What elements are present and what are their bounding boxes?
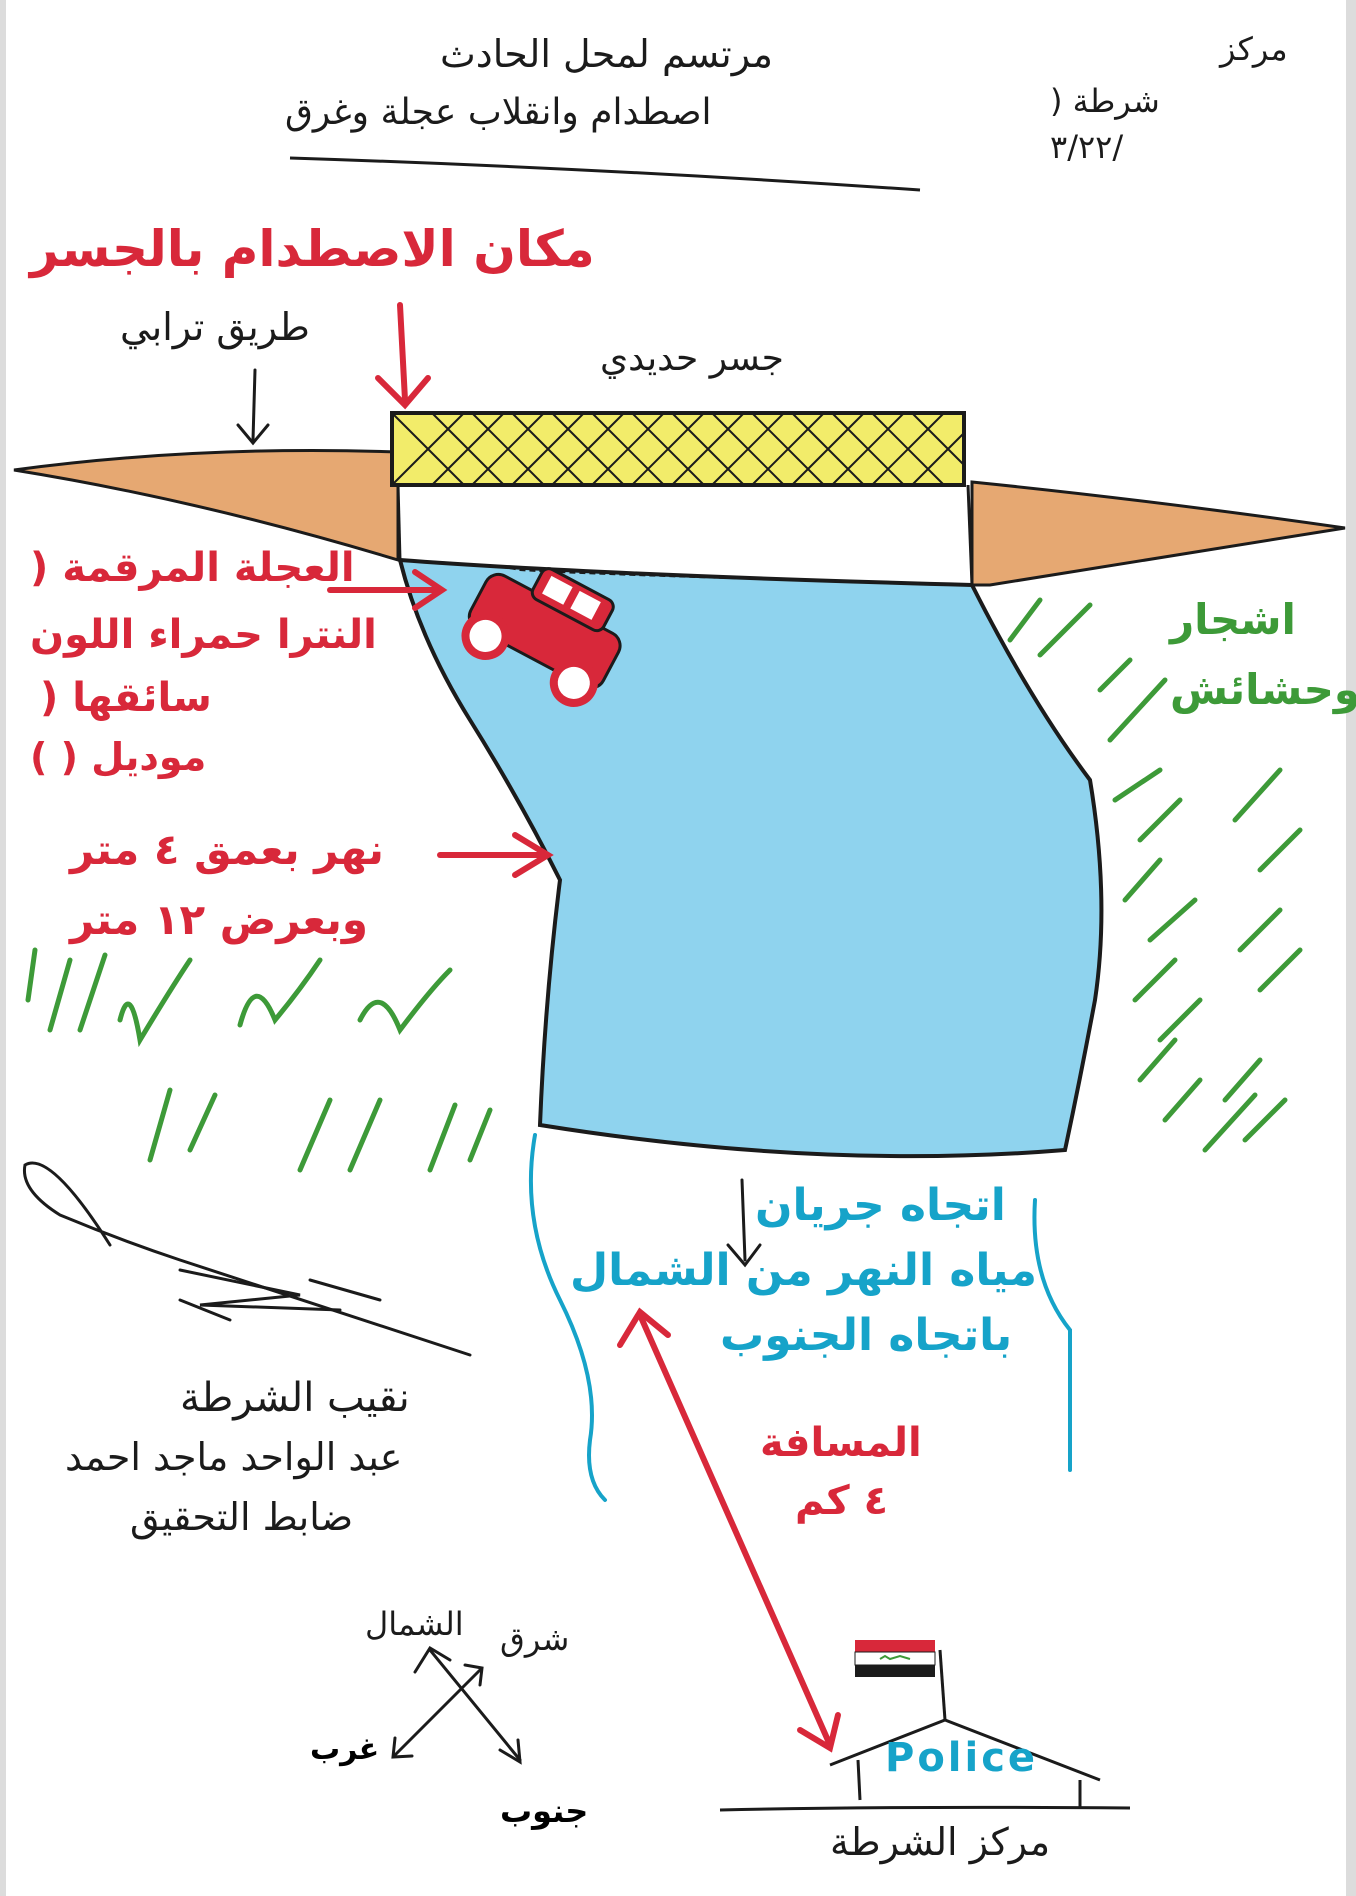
collision-place-label: مكان الاصطدام بالجسر bbox=[30, 220, 595, 278]
bridge-support-left bbox=[398, 485, 400, 560]
flow-label-3: باتجاه الجنوب bbox=[720, 1310, 1012, 1361]
compass-south-label: جنوب bbox=[490, 1790, 598, 1832]
station-line-2: شرطة ( bbox=[1050, 82, 1160, 120]
vegetation-label-2: وحشائش bbox=[1170, 665, 1356, 714]
arrow-dirt-road bbox=[253, 370, 255, 440]
police-sign: Police bbox=[885, 1735, 1038, 1781]
river-label-1: نهر بعمق ٤ متر bbox=[70, 825, 384, 874]
distance-label-2: ٤ كم bbox=[795, 1478, 888, 1524]
river-label-2: وبعرض ١٢ متر bbox=[70, 895, 368, 944]
title-line-1: مرتسم لمحل الحادث bbox=[440, 32, 773, 76]
police-station-label: مركز الشرطة bbox=[830, 1820, 1050, 1864]
iron-bridge-label: جسر حديدي bbox=[600, 338, 784, 379]
vehicle-label-4: موديل ( ) bbox=[30, 735, 206, 779]
dirt-road-label: طريق ترابي bbox=[120, 305, 310, 349]
iron-bridge-deck bbox=[392, 413, 964, 485]
signature-name: عبد الواحد ماجد احمد bbox=[65, 1435, 402, 1479]
station-line-1: مركز bbox=[1220, 30, 1288, 68]
vehicle-label-3: سائقها ( bbox=[40, 675, 212, 721]
station-line-3: /٣/٢٢ bbox=[1050, 128, 1123, 166]
compass-north-label: الشمال bbox=[365, 1605, 464, 1643]
vegetation-label-1: اشجار bbox=[1170, 595, 1296, 644]
compass-east-label: شرق bbox=[500, 1620, 569, 1658]
signature-title: ضابط التحقيق bbox=[130, 1495, 353, 1539]
flow-label-2: مياه النهر من الشمال bbox=[570, 1245, 1037, 1296]
flow-label-1: اتجاه جريان bbox=[755, 1180, 1006, 1231]
signature-rank: نقيب الشرطة bbox=[180, 1375, 410, 1421]
vehicle-label-1: العجلة المرقمة ( bbox=[30, 545, 355, 591]
distance-label-1: المسافة bbox=[760, 1420, 922, 1466]
title-line-2: اصطدام وانقلاب عجلة وغرق bbox=[285, 92, 712, 133]
vehicle-label-2: النترا حمراء اللون bbox=[30, 612, 377, 658]
compass-west-label: غرب bbox=[300, 1730, 389, 1769]
